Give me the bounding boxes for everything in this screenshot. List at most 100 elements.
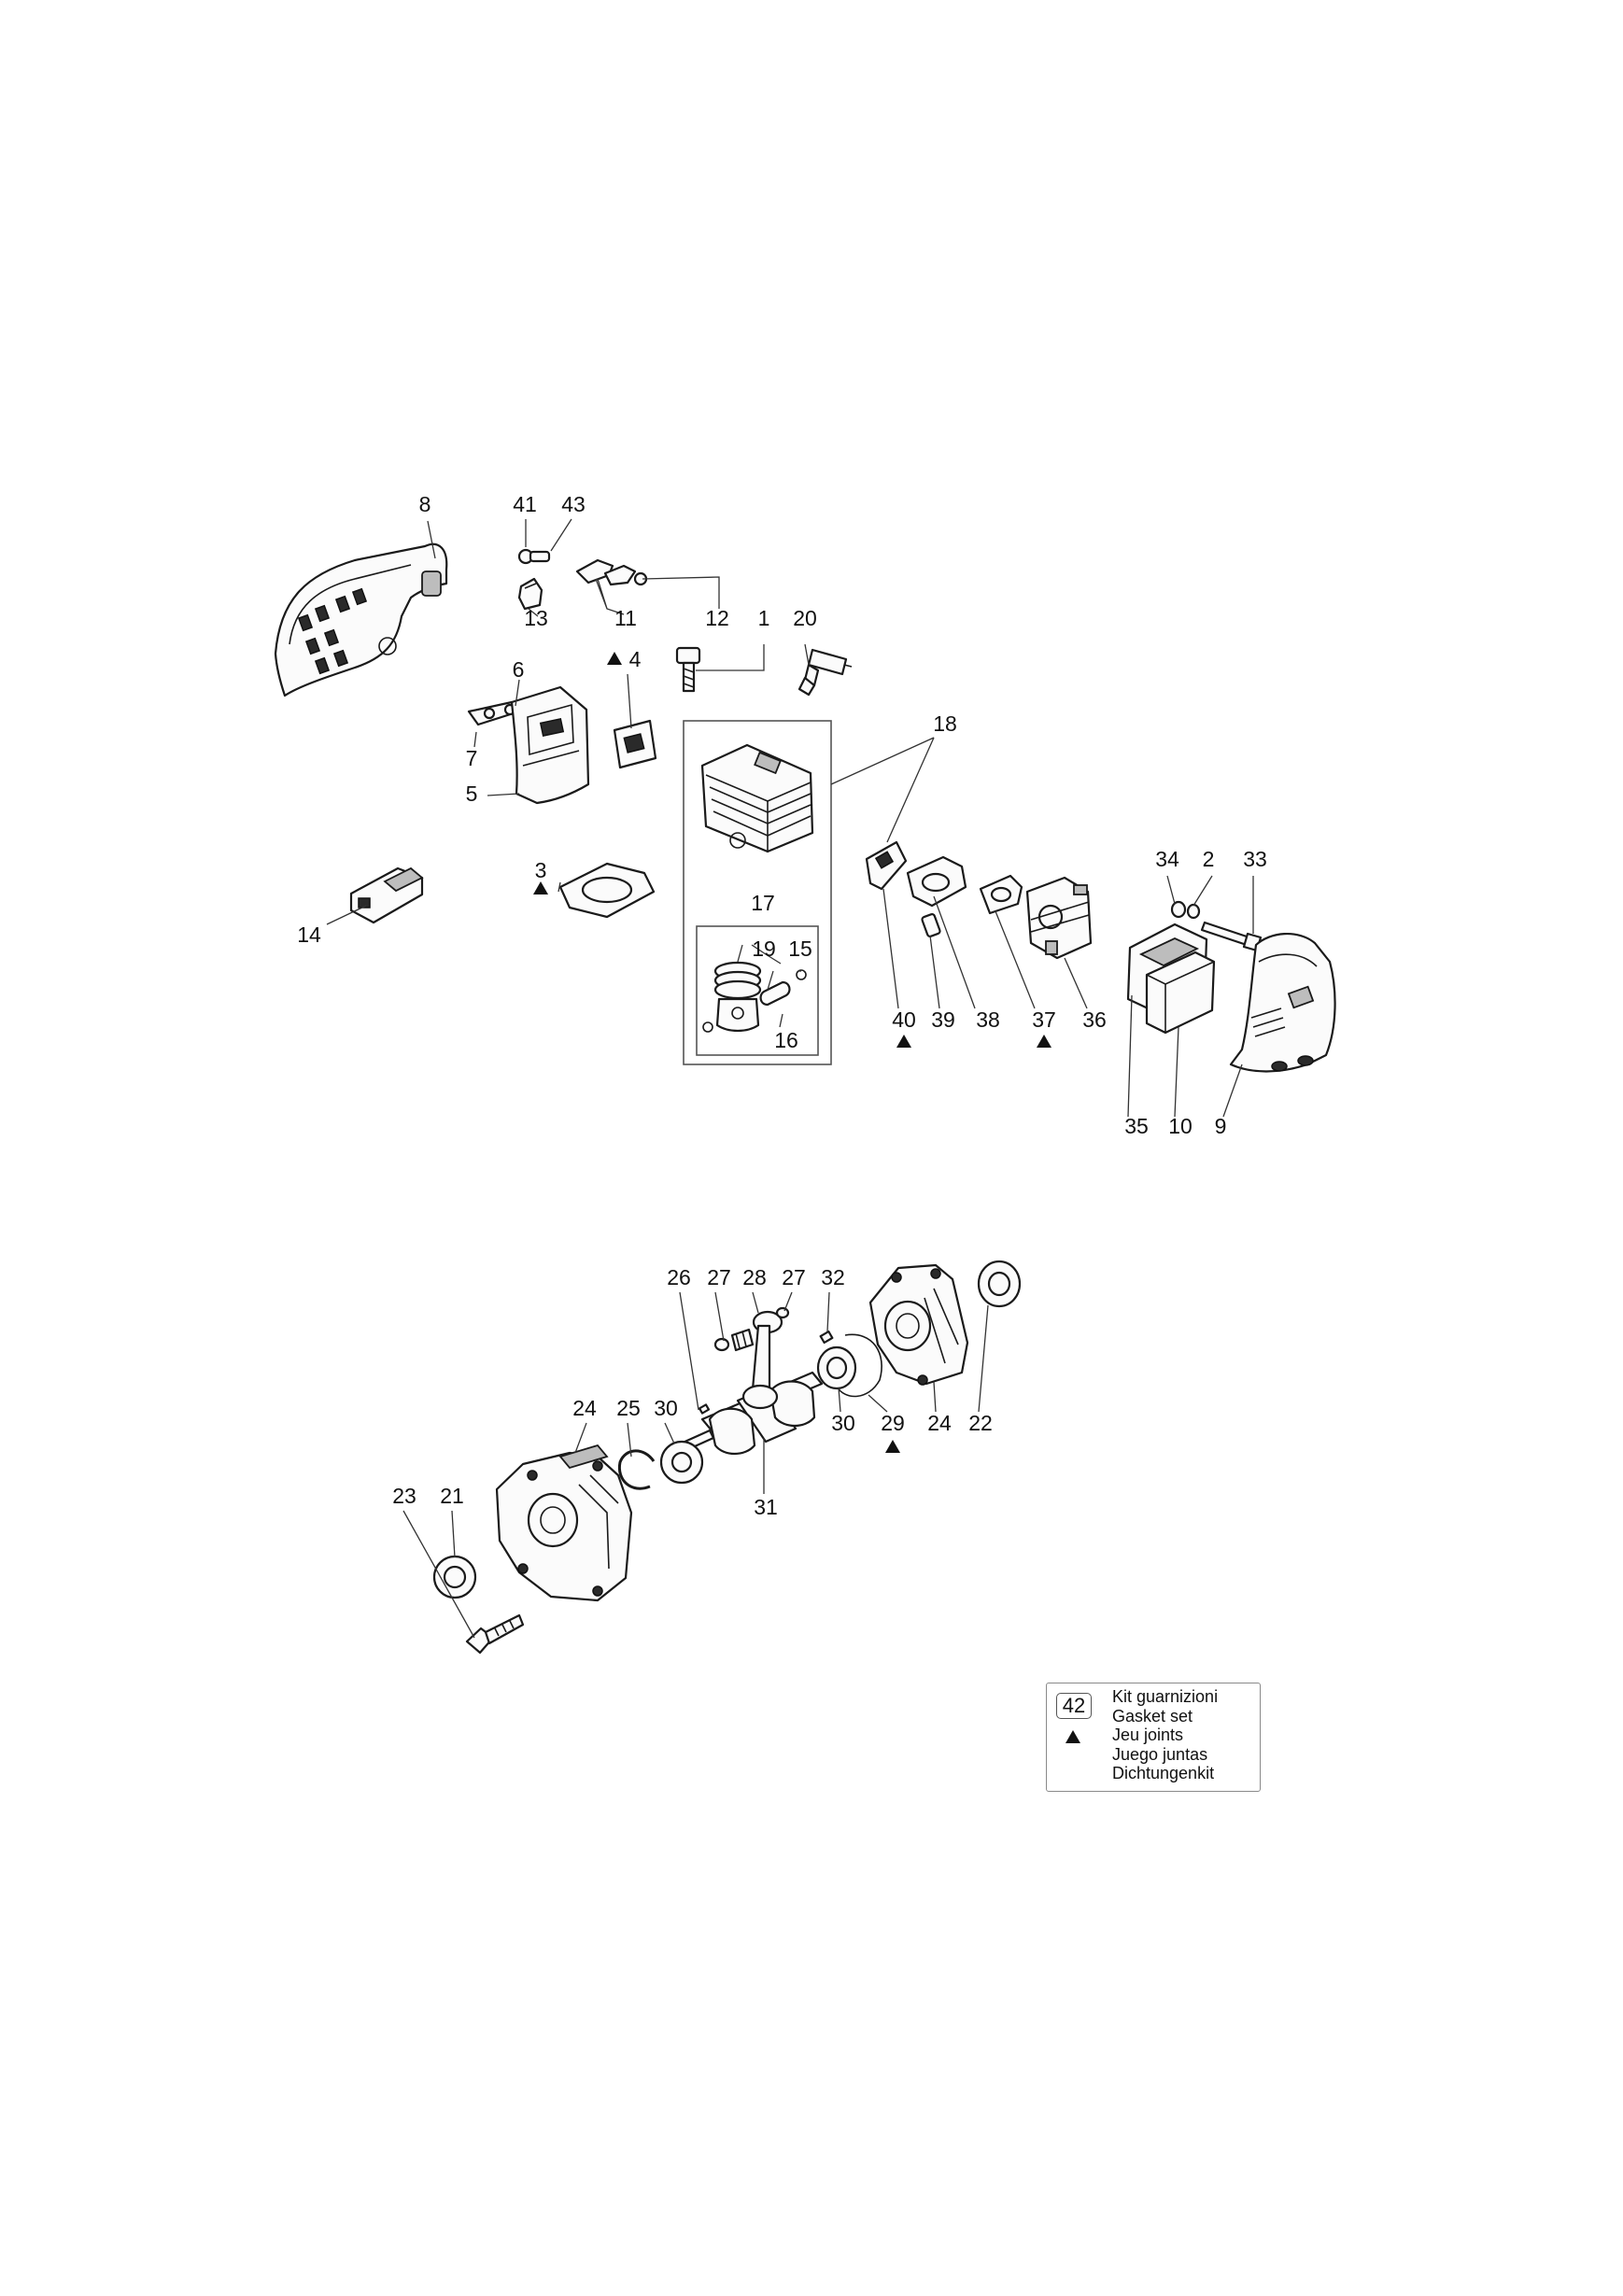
callout-27a: 27 <box>707 1265 731 1289</box>
callout-3: 3 <box>535 858 547 882</box>
part-filter-element <box>1145 951 1216 1035</box>
part-screw-41 <box>517 548 551 565</box>
callout-41: 41 <box>513 492 537 516</box>
callout-31: 31 <box>754 1495 778 1519</box>
part-washer-27a <box>713 1337 730 1352</box>
part-crankcase-left <box>495 1444 633 1602</box>
callout-1: 1 <box>758 606 770 630</box>
legend-line-es: Juego juntas <box>1112 1744 1208 1764</box>
callout-39: 39 <box>931 1007 955 1032</box>
part-washer-27b <box>775 1306 790 1319</box>
part-gasket-29 <box>836 1333 882 1398</box>
part-cylinder <box>700 743 814 853</box>
callout-29: 29 <box>881 1411 905 1435</box>
part-oil-seal-22 <box>977 1260 1022 1308</box>
part-base-gasket <box>558 862 656 919</box>
callout-9: 9 <box>1215 1114 1227 1138</box>
part-screw-23 <box>465 1613 525 1655</box>
part-bolt-1 <box>675 646 701 693</box>
part-insulator-gasket <box>865 840 908 891</box>
lower-leader-lines <box>402 1291 989 1639</box>
callout-17: 17 <box>751 891 775 915</box>
callout-8: 8 <box>419 492 431 516</box>
part-lever-11 <box>575 558 648 586</box>
part-piston-pin <box>759 980 791 1007</box>
part-filter-cover <box>1229 932 1336 1073</box>
callout-15: 15 <box>788 937 812 961</box>
callout-21: 21 <box>440 1484 464 1508</box>
part-insulator <box>906 855 967 908</box>
callout-12: 12 <box>705 606 729 630</box>
callout-2: 2 <box>1203 847 1215 871</box>
part-circlip <box>617 1449 656 1490</box>
part-washer-34 <box>1170 900 1187 919</box>
callout-38: 38 <box>976 1007 1000 1032</box>
part-piston-box <box>696 925 819 1056</box>
part-piston <box>713 961 762 1033</box>
legend-text: Kit guarnizioni Gasket set Jeu joints Ju… <box>1112 1687 1218 1783</box>
part-muffler <box>510 685 590 805</box>
callout-5: 5 <box>466 782 478 806</box>
callout-10: 10 <box>1168 1114 1193 1138</box>
callout-23: 23 <box>392 1484 416 1508</box>
callout-7: 7 <box>466 746 478 770</box>
marker-triangle-37 <box>1037 1035 1051 1048</box>
part-bolt-33 <box>1200 921 1263 952</box>
callout-13: 13 <box>524 606 548 630</box>
callout-33: 33 <box>1243 847 1267 871</box>
callout-37: 37 <box>1032 1007 1056 1032</box>
legend-kit-number: 42 <box>1056 1693 1092 1719</box>
gasket-set-legend: 42 Kit guarnizioni Gasket set Jeu joints… <box>1046 1683 1261 1792</box>
part-cylinder-shroud <box>274 542 448 697</box>
callout-35: 35 <box>1124 1114 1149 1138</box>
legend-line-en: Gasket set <box>1112 1706 1193 1726</box>
callout-18: 18 <box>933 711 957 736</box>
marker-triangle-3 <box>533 881 548 894</box>
callout-22: 22 <box>968 1411 993 1435</box>
callout-30a: 30 <box>654 1396 678 1420</box>
part-muffler-gasket <box>613 719 657 769</box>
callout-16: 16 <box>774 1028 798 1052</box>
callout-24b: 24 <box>927 1411 952 1435</box>
callout-26: 26 <box>667 1265 691 1289</box>
callout-11: 11 <box>614 606 637 630</box>
callout-4: 4 <box>629 647 642 671</box>
part-crankcase-right <box>868 1263 969 1386</box>
part-cylinder-box <box>683 720 832 1065</box>
part-carburetor-gasket <box>979 874 1023 915</box>
gasket-kit-markers <box>533 652 1051 1453</box>
upper-leader-lines <box>326 518 1254 1118</box>
callout-27b: 27 <box>782 1265 806 1289</box>
lower-assembly <box>402 1260 1022 1655</box>
part-key-32 <box>819 1330 834 1345</box>
part-spark-plug <box>797 648 853 697</box>
callout-19: 19 <box>752 937 776 961</box>
callout-14: 14 <box>297 923 321 947</box>
marker-triangle-29 <box>885 1440 900 1453</box>
callout-36: 36 <box>1082 1007 1107 1032</box>
part-key-26 <box>698 1403 711 1415</box>
callout-24a: 24 <box>572 1396 597 1420</box>
upper-assembly <box>274 518 1336 1118</box>
callout-25: 25 <box>616 1396 641 1420</box>
legend-line-fr: Jeu joints <box>1112 1726 1184 1744</box>
callout-labels: 8 41 43 13 11 12 1 20 4 6 7 5 18 3 14 17… <box>297 492 1267 1519</box>
part-needle-bearing <box>730 1328 755 1352</box>
part-pin-39 <box>921 913 941 937</box>
part-ignition-module <box>349 866 424 924</box>
part-carburetor <box>1025 876 1093 960</box>
callout-20: 20 <box>793 606 817 630</box>
callout-40: 40 <box>892 1007 916 1032</box>
callout-6: 6 <box>513 657 525 682</box>
part-bearing-left <box>659 1440 704 1485</box>
part-bracket-6 <box>467 700 521 726</box>
marker-triangle-4 <box>607 652 622 665</box>
callout-32: 32 <box>821 1265 845 1289</box>
callout-30b: 30 <box>831 1411 855 1435</box>
legend-line-de: Dichtungenkit <box>1112 1764 1215 1782</box>
part-nut-13 <box>517 577 543 611</box>
part-connecting-rod <box>741 1310 783 1410</box>
legend-line-it: Kit guarnizioni <box>1112 1687 1219 1706</box>
legend-triangle-icon <box>1066 1730 1080 1743</box>
